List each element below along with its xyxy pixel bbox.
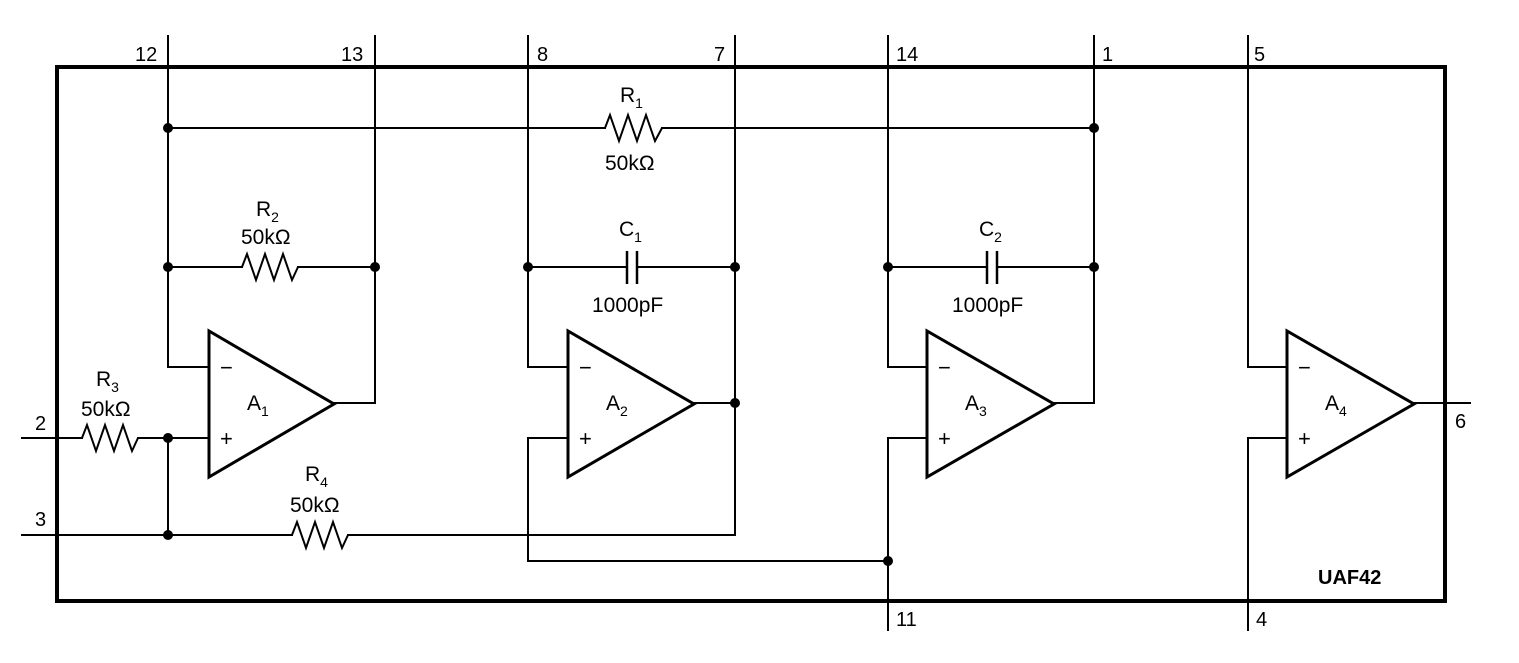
pin-12-label: 12 bbox=[135, 44, 157, 66]
pin-2-label: 2 bbox=[35, 413, 46, 435]
capacitor-c1 bbox=[625, 251, 639, 284]
op-amp-a3 bbox=[925, 328, 1058, 480]
chip-outline bbox=[55, 65, 1447, 603]
a2-minus-sign: − bbox=[579, 355, 592, 380]
a3-plus-sign: + bbox=[938, 426, 951, 451]
wires bbox=[21, 35, 1471, 631]
pin-11-label: 11 bbox=[896, 609, 917, 631]
capacitor-c2 bbox=[985, 251, 999, 284]
r1-value: 50kΩ bbox=[605, 152, 655, 175]
r2-value: 50kΩ bbox=[241, 226, 291, 249]
op-amp-a2-label: A2 bbox=[606, 392, 628, 419]
c2-value: 1000pF bbox=[952, 294, 1023, 317]
r3-value: 50kΩ bbox=[81, 398, 131, 421]
pin-14-label: 14 bbox=[896, 44, 918, 66]
op-amp-a2 bbox=[566, 328, 697, 480]
a3-minus-sign: − bbox=[938, 355, 951, 380]
resistor-r1 bbox=[604, 111, 663, 145]
op-amp-a3-label: A3 bbox=[965, 392, 987, 419]
resistor-r3 bbox=[81, 421, 139, 455]
a4-minus-sign: − bbox=[1298, 355, 1311, 380]
a4-plus-sign: + bbox=[1298, 426, 1311, 451]
pin-8-label: 8 bbox=[537, 44, 548, 66]
junction-dots bbox=[163, 123, 1099, 566]
op-amp-a1 bbox=[207, 328, 337, 480]
a1-minus-sign: − bbox=[220, 355, 233, 380]
pin-7-label: 7 bbox=[714, 44, 725, 66]
a2-plus-sign: + bbox=[579, 426, 592, 451]
pin-6-label: 6 bbox=[1455, 411, 1466, 433]
c1-label: C1 bbox=[619, 218, 642, 245]
op-amp-a4-label: A4 bbox=[1325, 392, 1347, 419]
r1-label: R1 bbox=[620, 84, 643, 111]
resistor-r4 bbox=[291, 518, 349, 552]
r2-label: R2 bbox=[256, 198, 279, 225]
op-amp-a4 bbox=[1285, 328, 1418, 480]
r4-value: 50kΩ bbox=[290, 494, 340, 517]
pin-1-label: 1 bbox=[1102, 44, 1113, 66]
pin-13-label: 13 bbox=[341, 44, 363, 66]
pin-3-label: 3 bbox=[35, 509, 46, 531]
chip-name: UAF42 bbox=[1318, 567, 1381, 589]
pin-5-label: 5 bbox=[1254, 44, 1265, 66]
a1-plus-sign: + bbox=[220, 426, 233, 451]
op-amp-a1-label: A1 bbox=[247, 392, 269, 419]
r4-label: R4 bbox=[305, 463, 328, 490]
pin-4-label: 4 bbox=[1256, 609, 1267, 631]
c2-label: C2 bbox=[979, 218, 1002, 245]
c1-value: 1000pF bbox=[592, 294, 663, 317]
resistor-r2 bbox=[241, 250, 299, 284]
r3-label: R3 bbox=[96, 368, 119, 395]
